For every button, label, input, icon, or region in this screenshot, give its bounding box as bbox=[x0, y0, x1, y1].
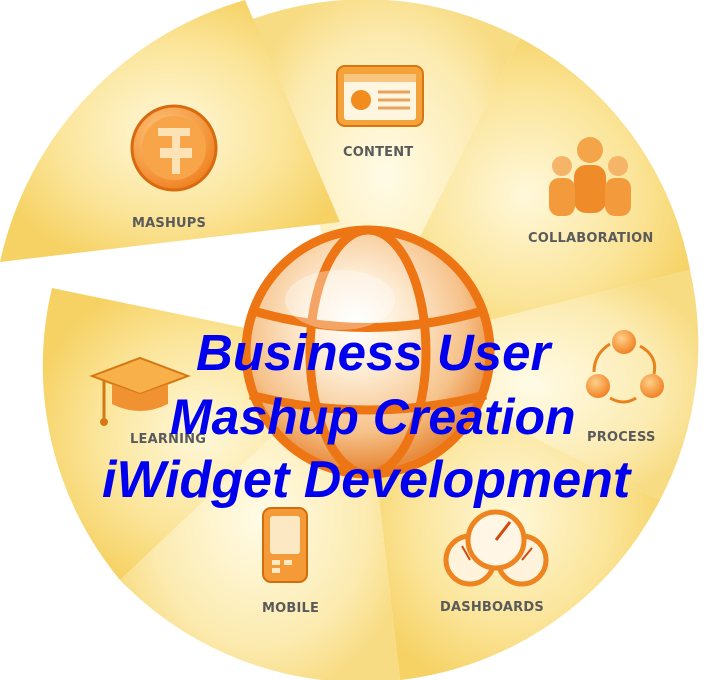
collaboration-icon bbox=[549, 137, 631, 216]
process-icon bbox=[586, 330, 664, 404]
label-dashboards: DASHBOARDS bbox=[440, 600, 544, 615]
label-mashups: MASHUPS bbox=[132, 216, 207, 231]
segment-process bbox=[362, 270, 699, 500]
mashups-icon bbox=[130, 104, 218, 192]
dashboards-icon bbox=[443, 509, 549, 587]
mobile-icon bbox=[262, 507, 308, 583]
learning-icon bbox=[89, 356, 191, 426]
globe-icon bbox=[241, 225, 495, 479]
headline-line-3: iWidget Development bbox=[102, 451, 631, 509]
headline-line-1: Business User bbox=[196, 324, 551, 381]
label-content: CONTENT bbox=[343, 145, 414, 160]
headline-line-2: Mashup Creation bbox=[170, 389, 576, 445]
content-icon bbox=[336, 65, 424, 127]
label-learning: LEARNING bbox=[130, 432, 207, 447]
label-process: PROCESS bbox=[587, 430, 656, 445]
label-collaboration: COLLABORATION bbox=[528, 231, 654, 246]
label-mobile: MOBILE bbox=[262, 601, 320, 616]
segment-content bbox=[250, 0, 520, 352]
